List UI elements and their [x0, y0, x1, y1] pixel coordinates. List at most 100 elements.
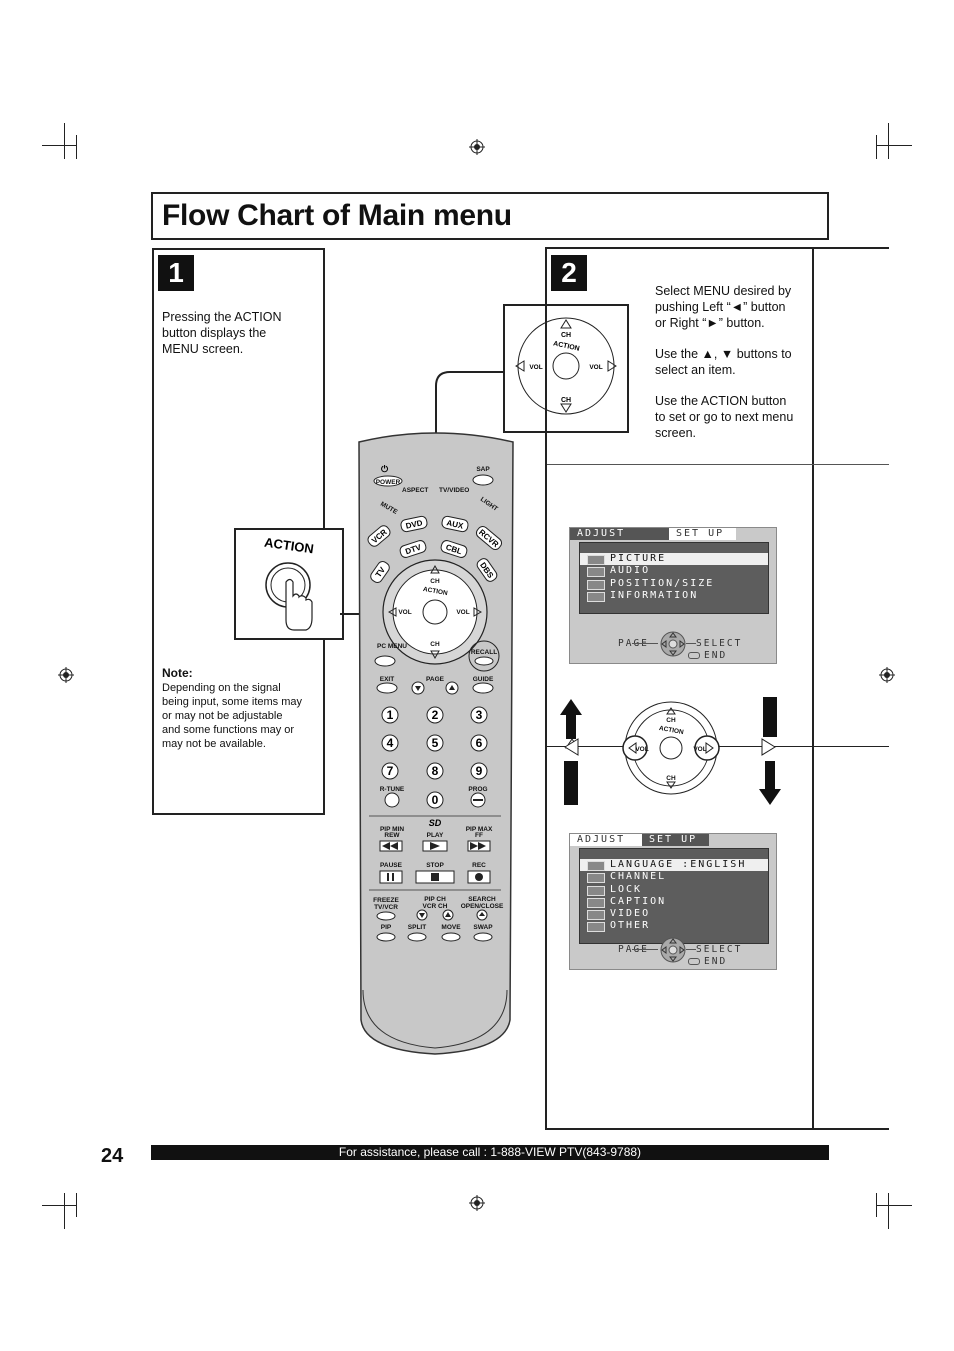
left-arrow-icon	[564, 738, 579, 756]
video-icon	[587, 910, 605, 921]
svg-text:PC MENU: PC MENU	[377, 643, 407, 650]
crop-mark	[888, 123, 889, 159]
registration-mark	[469, 1195, 485, 1211]
svg-text:ASPECT: ASPECT	[402, 487, 428, 494]
menu-item-information[interactable]: INFORMATION	[580, 590, 768, 602]
svg-text:SPLIT: SPLIT	[408, 924, 426, 931]
svg-text:⏻: ⏻	[381, 464, 389, 475]
svg-text:5: 5	[432, 736, 439, 750]
svg-text:PIP MIN: PIP MIN	[380, 826, 404, 833]
svg-text:4: 4	[387, 736, 394, 750]
svg-text:STOP: STOP	[426, 862, 444, 869]
svg-text:CH: CH	[666, 717, 676, 724]
osd-setup-list: LANGUAGE :ENGLISH CHANNEL LOCK CAPTION V…	[579, 848, 769, 944]
svg-text:PIP CH: PIP CH	[424, 896, 446, 903]
svg-text:3: 3	[476, 708, 483, 722]
svg-text:PIP MAX: PIP MAX	[466, 826, 493, 833]
menu-item-lock[interactable]: LOCK	[580, 884, 768, 896]
registration-mark	[469, 139, 485, 155]
svg-text:REW: REW	[384, 832, 400, 839]
step1-number: 1	[158, 255, 194, 291]
crop-mark	[888, 1193, 889, 1229]
svg-text:SAP: SAP	[476, 466, 490, 473]
audio-icon	[587, 567, 605, 578]
tab-setup[interactable]: SET UP	[642, 834, 709, 846]
svg-text:0: 0	[432, 793, 439, 807]
menu-item-picture[interactable]: PICTURE	[580, 553, 768, 566]
svg-text:TV/VIDEO: TV/VIDEO	[439, 487, 469, 494]
svg-text:ACTION: ACTION	[263, 535, 314, 557]
osd-line	[632, 643, 658, 644]
osd-line	[632, 949, 658, 950]
other-icon	[587, 922, 605, 933]
menu-item-other[interactable]: OTHER	[580, 920, 768, 933]
tab-adjust[interactable]: ADJUST	[570, 834, 647, 846]
menu-item-video[interactable]: VIDEO	[580, 908, 768, 921]
svg-text:FREEZE: FREEZE	[373, 897, 399, 904]
svg-text:POWER: POWER	[376, 479, 401, 486]
channel-icon	[587, 873, 605, 884]
svg-text:PAUSE: PAUSE	[380, 862, 403, 869]
crop-mark	[64, 123, 65, 159]
osd-footer-select: SELECT	[696, 944, 743, 955]
svg-text:VOL: VOL	[635, 746, 648, 753]
svg-text:CH: CH	[561, 397, 571, 404]
svg-text:8: 8	[432, 764, 439, 778]
crop-mark	[876, 145, 912, 146]
osd-setup-menu: ADJUST SET UP LANGUAGE :ENGLISH CHANNEL …	[569, 833, 777, 970]
svg-text:PLAY: PLAY	[427, 832, 444, 839]
dpad-callout: CH CH ACTION VOL VOL	[503, 304, 629, 433]
osd-footer-select: SELECT	[696, 638, 743, 649]
osd-footer-end: END	[704, 650, 728, 661]
menu-item-channel[interactable]: CHANNEL	[580, 871, 768, 884]
svg-text:R-TUNE: R-TUNE	[380, 786, 405, 793]
position-icon	[587, 579, 605, 590]
tab-adjust[interactable]: ADJUST	[570, 528, 669, 540]
svg-text:PAGE: PAGE	[426, 676, 445, 683]
caption-icon	[587, 897, 605, 908]
svg-text:RECALL: RECALL	[471, 649, 497, 656]
svg-text:OPEN/CLOSE: OPEN/CLOSE	[461, 903, 504, 910]
end-button-icon	[688, 958, 700, 965]
crop-mark	[42, 1205, 76, 1206]
crop-mark	[64, 1193, 65, 1229]
crop-mark	[76, 1193, 77, 1217]
menu-item-language[interactable]: LANGUAGE :ENGLISH	[580, 859, 768, 872]
svg-text:VOL: VOL	[589, 364, 602, 371]
step2-border-top	[545, 247, 889, 249]
svg-text:DVD: DVD	[405, 518, 424, 530]
language-icon	[587, 861, 605, 871]
dpad-navigation-icon: CH CH ACTION VOL VOL	[622, 701, 720, 795]
svg-text:VOL: VOL	[456, 609, 469, 616]
svg-text:CH: CH	[430, 578, 440, 585]
svg-text:1: 1	[387, 708, 394, 722]
svg-text:ACTION: ACTION	[422, 586, 448, 597]
crop-mark	[876, 135, 877, 159]
crop-mark	[876, 1205, 912, 1206]
svg-text:SEARCH: SEARCH	[468, 896, 496, 903]
svg-text:2: 2	[432, 708, 439, 722]
assistance-bar: For assistance, please call : 1-888-VIEW…	[151, 1145, 829, 1160]
svg-text:ACTION: ACTION	[658, 725, 684, 736]
remote-control: ⏻ POWER SAP MUTE ASPECT TV/VIDEO LIGHT V…	[358, 432, 514, 1055]
svg-text:6: 6	[476, 736, 483, 750]
svg-text:PROG: PROG	[468, 786, 487, 793]
menu-item-audio[interactable]: AUDIO	[580, 565, 768, 578]
tab-setup[interactable]: SET UP	[669, 528, 736, 540]
svg-text:REC: REC	[472, 862, 486, 869]
menu-item-position-size[interactable]: POSITION/SIZE	[580, 578, 768, 590]
svg-text:MOVE: MOVE	[441, 924, 461, 931]
title-box: Flow Chart of Main menu	[151, 192, 829, 240]
osd-adjust-menu: ADJUST SET UP PICTURE AUDIO POSITION/SIZ…	[569, 527, 777, 664]
svg-text:CH: CH	[430, 641, 440, 648]
menu-item-caption[interactable]: CAPTION	[580, 896, 768, 908]
up-down-arrow-right-icon	[759, 697, 781, 805]
note-heading: Note:	[162, 666, 193, 680]
svg-text:7: 7	[387, 764, 394, 778]
svg-text:SD: SD	[429, 818, 442, 828]
pad-mini-icon	[660, 631, 686, 657]
svg-text:CH: CH	[666, 775, 676, 782]
step2-divider	[547, 464, 889, 465]
svg-text:EXIT: EXIT	[380, 676, 394, 683]
